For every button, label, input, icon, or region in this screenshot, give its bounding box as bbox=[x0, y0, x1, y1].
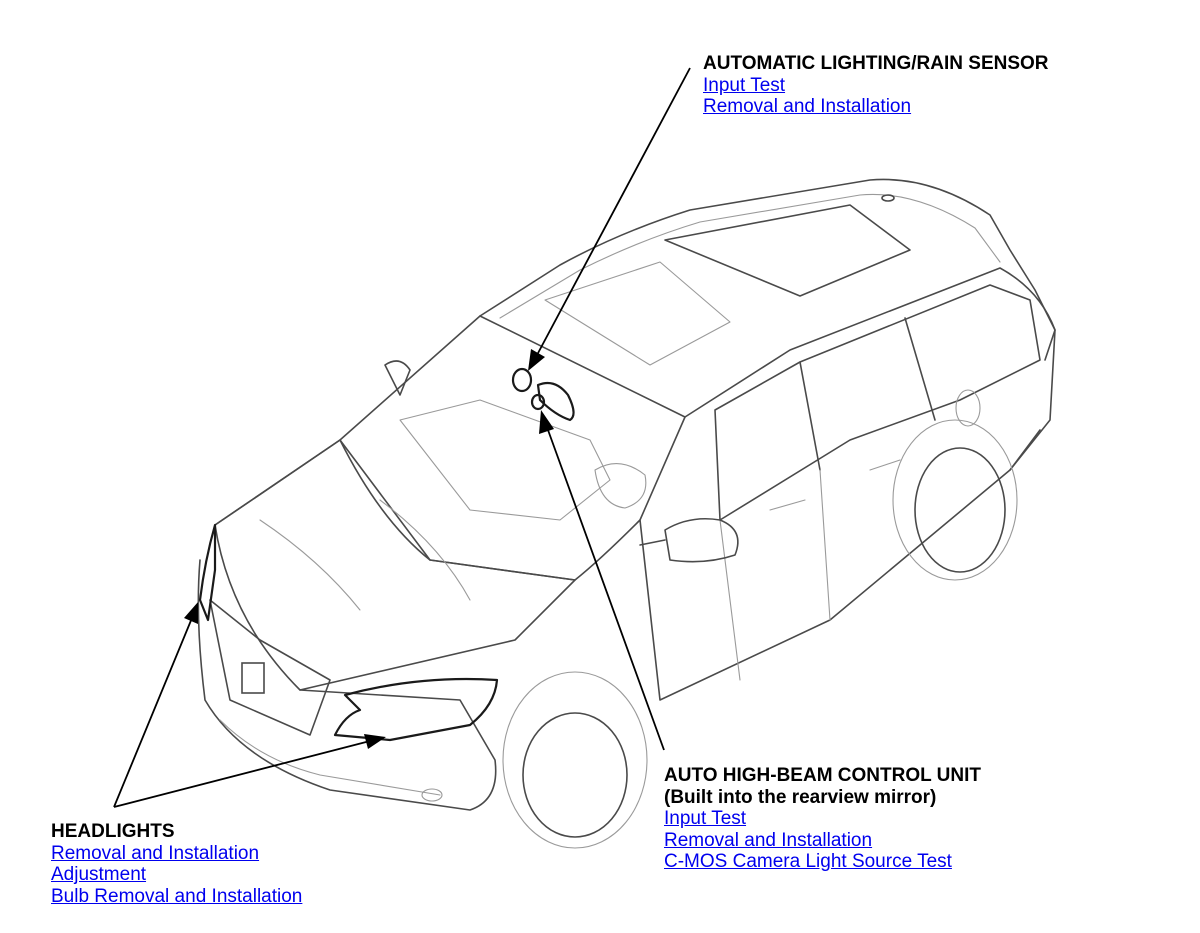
callout-title: AUTOMATIC LIGHTING/RAIN SENSOR bbox=[703, 53, 1049, 74]
lower-grille bbox=[219, 719, 441, 796]
leader-lines bbox=[113, 67, 691, 808]
sunroof-glass bbox=[544, 261, 731, 366]
callout-auto-high-beam: AUTO HIGH-BEAM CONTROL UNIT (Built into … bbox=[664, 765, 981, 873]
suv-line-drawing bbox=[197, 178, 1056, 849]
callout-title: AUTO HIGH-BEAM CONTROL UNIT bbox=[664, 765, 982, 786]
rain-sensor-housing bbox=[511, 367, 533, 393]
link-sensor-input-test[interactable]: Input Test bbox=[703, 74, 786, 96]
fog-light bbox=[421, 788, 443, 802]
callout-headlights: HEADLIGHTS Removal and Installation Adju… bbox=[51, 821, 302, 907]
right-headlight bbox=[333, 677, 499, 742]
hood bbox=[214, 439, 576, 691]
link-headlights-bulb-removal[interactable]: Bulb Removal and Installation bbox=[51, 885, 303, 907]
leader-sensor bbox=[536, 67, 691, 356]
fender-mirror-left bbox=[384, 360, 411, 396]
callout-subtitle: (Built into the rearview mirror) bbox=[664, 786, 937, 808]
camera-unit bbox=[530, 393, 546, 411]
rear-wheel-arch bbox=[892, 419, 1018, 581]
leader-headlight-right bbox=[113, 740, 371, 808]
b-pillar bbox=[799, 361, 821, 471]
windshield bbox=[339, 315, 686, 581]
front-wheel bbox=[522, 712, 628, 838]
arrowhead-highbeam bbox=[539, 410, 554, 434]
leader-highbeam bbox=[547, 429, 665, 751]
arrowhead-headlight-right bbox=[364, 734, 386, 749]
rear-wheel bbox=[914, 447, 1006, 573]
link-sensor-removal-installation[interactable]: Removal and Installation bbox=[703, 96, 912, 117]
roof-rail bbox=[499, 193, 1001, 319]
roof-outline bbox=[479, 178, 1056, 361]
door-line-front bbox=[719, 519, 741, 681]
left-headlight bbox=[198, 523, 217, 622]
callout-rain-sensor: AUTOMATIC LIGHTING/RAIN SENSOR Input Tes… bbox=[703, 53, 1049, 118]
roof-antenna bbox=[881, 194, 895, 202]
link-headlights-removal-installation[interactable]: Removal and Installation bbox=[51, 842, 260, 864]
link-headlights-adjustment[interactable]: Adjustment bbox=[51, 864, 147, 885]
leader-headlight-left bbox=[113, 617, 193, 808]
sunroof-panel bbox=[664, 204, 911, 297]
link-highbeam-cmos-camera-test[interactable]: C-MOS Camera Light Source Test bbox=[664, 851, 952, 872]
hood-crease-right bbox=[379, 499, 471, 601]
front-fascia bbox=[197, 559, 497, 811]
door-line-rear bbox=[819, 469, 831, 621]
arrowhead-sensor bbox=[528, 349, 545, 371]
front-wheel-arch bbox=[502, 671, 648, 849]
dashboard bbox=[399, 399, 611, 521]
hood-crease-left bbox=[259, 519, 361, 611]
link-highbeam-input-test[interactable]: Input Test bbox=[664, 808, 747, 829]
fuel-door bbox=[955, 389, 981, 427]
rearview-mirror bbox=[536, 381, 575, 422]
callout-title: HEADLIGHTS bbox=[51, 821, 175, 842]
front-grille bbox=[209, 599, 331, 736]
side-body-upper bbox=[684, 267, 1056, 471]
mirror-stalk bbox=[639, 539, 666, 546]
side-windows bbox=[714, 284, 1041, 521]
steering-wheel bbox=[594, 463, 647, 509]
a-pillar-left bbox=[214, 439, 341, 526]
side-mirror bbox=[664, 517, 739, 563]
c-pillar bbox=[904, 317, 936, 421]
arrowhead-headlight-left bbox=[184, 602, 198, 624]
front-emblem bbox=[241, 662, 265, 694]
door-handle-rear bbox=[869, 459, 901, 471]
link-highbeam-removal-installation[interactable]: Removal and Installation bbox=[664, 829, 873, 851]
door-handle-front bbox=[769, 499, 806, 511]
